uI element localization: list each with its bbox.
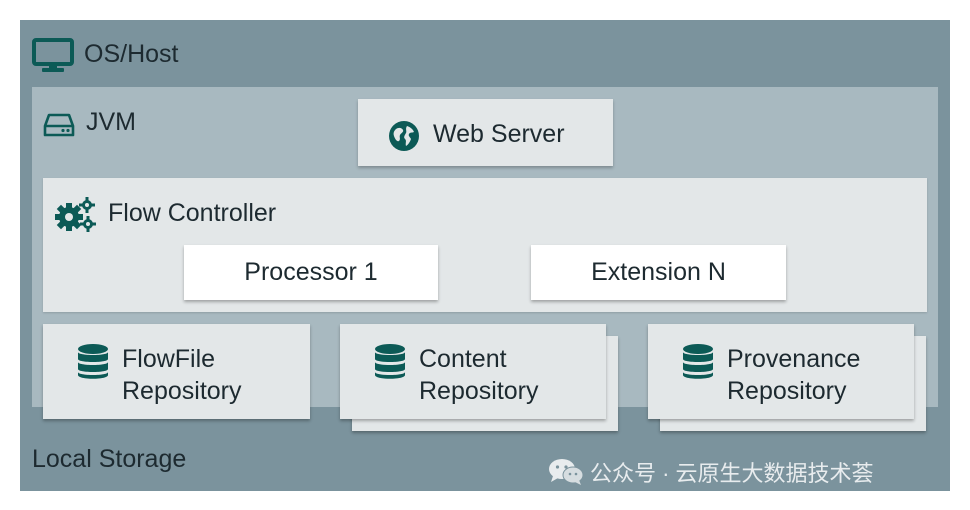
processor-box: Processor 1 <box>184 245 438 300</box>
wechat-icon <box>548 458 584 486</box>
jvm-label: JVM <box>86 108 136 136</box>
database-icon <box>682 343 714 381</box>
extension-box: Extension N <box>531 245 786 300</box>
content-repository-line2: Repository <box>419 377 539 405</box>
provenance-repository-line2: Repository <box>727 377 847 405</box>
gears-icon <box>54 196 96 232</box>
flowfile-repository-line2: Repository <box>122 377 242 405</box>
web-server-label: Web Server <box>433 120 565 148</box>
content-repository-label: Content Repository <box>419 343 539 407</box>
provenance-repository-line1: Provenance <box>727 345 861 373</box>
watermark-text: 公众号 · 云原生大数据技术荟 <box>590 461 874 486</box>
local-storage-label: Local Storage <box>32 445 187 473</box>
database-icon <box>374 343 406 381</box>
os-host-label: OS/Host <box>84 40 179 68</box>
globe-icon <box>388 120 420 152</box>
flowfile-repository-label: FlowFile Repository <box>122 343 242 407</box>
database-icon <box>77 343 109 381</box>
flowfile-repository-line1: FlowFile <box>122 345 216 373</box>
monitor-icon <box>32 38 74 74</box>
flow-controller-label: Flow Controller <box>108 199 277 227</box>
provenance-repository-label: Provenance Repository <box>727 343 860 407</box>
content-repository-line1: Content <box>419 345 507 373</box>
hard-drive-icon <box>43 112 75 138</box>
watermark: 公众号 · 云原生大数据技术荟 <box>548 456 874 488</box>
